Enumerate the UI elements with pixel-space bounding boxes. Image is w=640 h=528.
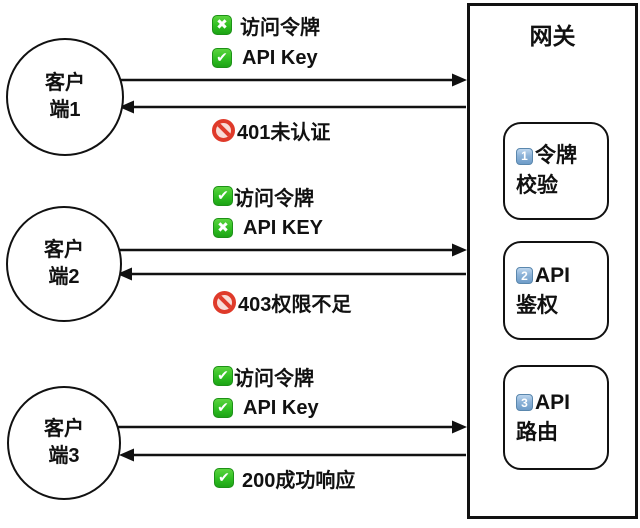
- cross-glyph: ✖: [216, 17, 228, 33]
- step-line1: 2 API: [516, 261, 607, 291]
- client-2-label-line2: 端2: [48, 266, 80, 288]
- step-line1: 1 令牌: [516, 141, 607, 171]
- step-label-line1: API: [535, 263, 571, 287]
- request-label: ✔ 访问令牌: [213, 363, 314, 390]
- check-glyph: ✔: [217, 188, 229, 204]
- gateway-step-api-routing: 3 API 路由: [503, 365, 609, 470]
- cross-glyph: ✖: [217, 220, 229, 236]
- keycap-number: 2: [521, 268, 528, 283]
- request-label: ✖ 访问令牌: [212, 12, 320, 39]
- check-glyph: ✔: [217, 368, 229, 384]
- request-arrowhead-2: [452, 243, 467, 257]
- client-2-node: 客户 端2: [6, 206, 122, 322]
- prohibited-icon: [213, 290, 236, 314]
- gateway-step-token-validation: 1 令牌 校验: [503, 122, 609, 220]
- request-label: ✔ API Key: [213, 395, 319, 421]
- client-1-label-line1: 客户: [45, 72, 85, 94]
- request-arrowhead-3: [452, 420, 467, 434]
- response-arrowhead-1: [119, 100, 134, 114]
- step-line1: 3 API: [516, 388, 607, 418]
- keycap-number: 3: [521, 395, 528, 410]
- response-label-text: 403权限不足: [238, 293, 352, 316]
- check-green-icon: ✔: [213, 366, 233, 386]
- response-label-text: 401未认证: [237, 121, 331, 144]
- step-label-line1: 令牌: [535, 144, 577, 167]
- gateway-title: 网关: [529, 23, 576, 49]
- response-label: 401未认证: [212, 117, 331, 144]
- check-green-icon: ✔: [212, 48, 232, 68]
- client-2-label-line1: 客户: [44, 239, 84, 261]
- check-glyph: ✔: [218, 470, 230, 486]
- request-arrowhead-1: [452, 73, 467, 87]
- cross-green-icon: ✖: [213, 218, 233, 238]
- request-label-text: API Key: [243, 396, 319, 419]
- check-glyph: ✔: [216, 50, 228, 66]
- response-arrowhead-2: [117, 267, 132, 281]
- request-label: ✔ 访问令牌: [213, 183, 314, 210]
- response-label: 403权限不足: [213, 289, 352, 316]
- cross-green-icon: ✖: [212, 15, 232, 35]
- request-label-text: 访问令牌: [234, 367, 314, 390]
- gateway-step-api-auth: 2 API 鉴权: [503, 241, 609, 340]
- check-green-icon: ✔: [213, 186, 233, 206]
- keycap-number: 1: [521, 149, 528, 163]
- prohibited-slash: [216, 122, 231, 138]
- check-green-icon: ✔: [213, 398, 233, 418]
- request-label-text: API KEY: [243, 216, 324, 239]
- step-label-line1: API: [535, 390, 571, 414]
- request-label-text: 访问令牌: [240, 16, 320, 39]
- client-1-label-line2: 端1: [49, 99, 81, 121]
- step-label-line2: 校验: [516, 174, 558, 197]
- request-label: ✖ API KEY: [213, 215, 323, 241]
- keycap-2-icon: 2: [516, 267, 533, 284]
- check-green-icon: ✔: [214, 468, 234, 488]
- client-1-node: 客户 端1: [6, 38, 124, 156]
- step-label-line2: 鉴权: [516, 293, 558, 317]
- client-3-label-line2: 端3: [48, 445, 80, 467]
- prohibited-slash: [217, 294, 232, 310]
- step-label-line2: 路由: [516, 420, 558, 444]
- keycap-3-icon: 3: [516, 394, 533, 411]
- response-label-text: 200成功响应: [242, 469, 356, 492]
- client-3-node: 客户 端3: [7, 386, 121, 500]
- check-glyph: ✔: [217, 400, 229, 416]
- response-label: ✔ 200成功响应: [214, 465, 356, 492]
- response-arrowhead-3: [119, 448, 134, 462]
- gateway-node: 网关 1 令牌 校验 2 API 鉴权 3 API 路由: [467, 3, 638, 519]
- request-label-text: 访问令牌: [234, 187, 314, 210]
- request-label: ✔ API Key: [212, 45, 318, 71]
- client-3-label-line1: 客户: [44, 418, 84, 440]
- keycap-1-icon: 1: [516, 147, 533, 165]
- request-label-text: API Key: [242, 46, 318, 69]
- prohibited-icon: [212, 118, 235, 142]
